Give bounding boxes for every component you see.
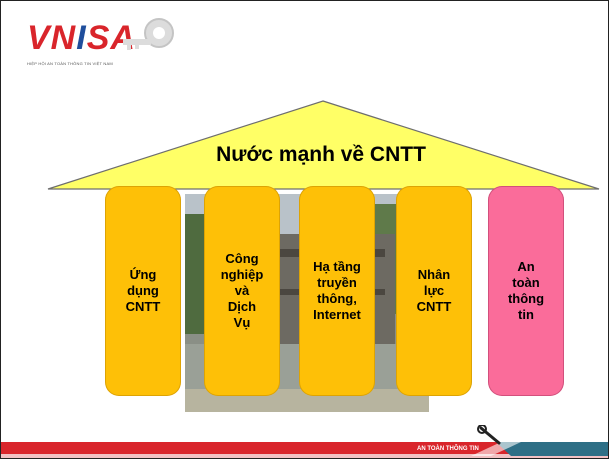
- pillar-an-toan-thong-tin: An toàn thông tin: [488, 186, 564, 396]
- logo-wordmark: VNISA: [27, 19, 136, 57]
- vnisa-logo: VNISA HIỆP HỘI AN TOÀN THÔNG TIN VIỆT NA…: [25, 15, 175, 75]
- footer-label: AN TOÀN THÔNG TIN: [417, 446, 479, 452]
- logo-subtitle: HIỆP HỘI AN TOÀN THÔNG TIN VIỆT NAM: [27, 61, 113, 66]
- pillar-nhan-luc-cntt: Nhân lực CNTT: [396, 186, 472, 396]
- pillar-cong-nghiep-dich-vu: Công nghiệp và Dịch Vụ: [204, 186, 280, 396]
- roof-title: Nước mạnh về CNTT: [216, 143, 426, 166]
- pillar-ung-dung-cntt: Ứng dụng CNTT: [105, 186, 181, 396]
- pillar-ha-tang-truyen-thong: Hạ tầng truyền thông, Internet: [299, 186, 375, 396]
- wrench-icon: [477, 425, 501, 445]
- footer-bar: [1, 442, 608, 458]
- key-icon: [123, 18, 174, 50]
